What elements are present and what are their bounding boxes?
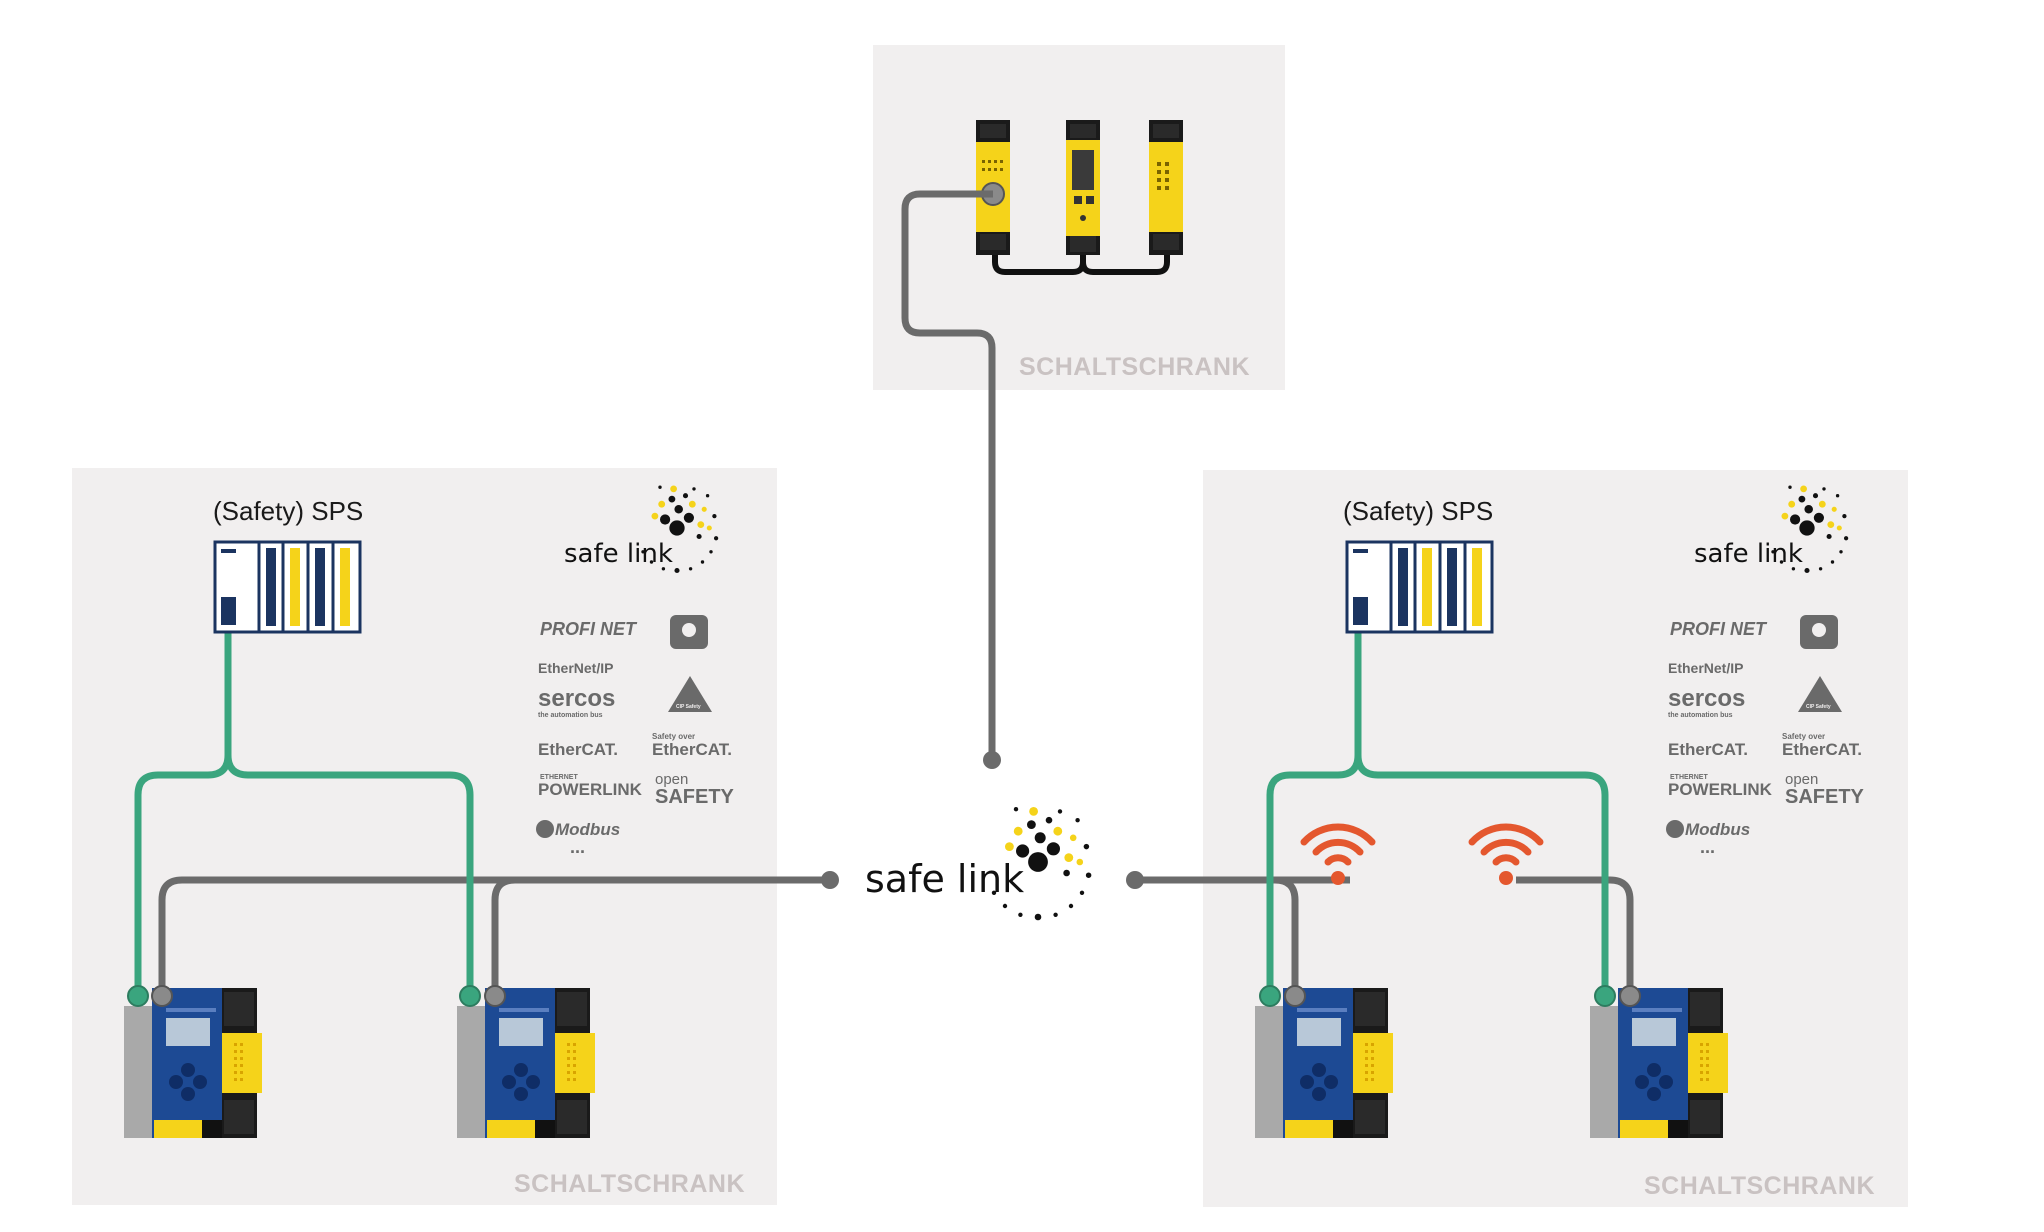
fsoe-label-small: Safety over	[1782, 732, 1825, 741]
left-port-safelink-2	[484, 985, 506, 1007]
left-controller-1	[124, 988, 262, 1138]
right-controller-2	[1590, 988, 1728, 1138]
left-port-fieldbus-1	[127, 985, 149, 1007]
wireless-link-cable	[1516, 876, 1634, 990]
cip-safety-icon	[668, 676, 712, 712]
right-protocol-logos: PROFI NET EtherNet/IP sercos the automat…	[1666, 615, 1865, 857]
left-controller-2	[457, 988, 595, 1138]
left-protocol-logos: PROFI NET EtherNet/IP sercos the automat…	[536, 615, 735, 857]
left-plc-label: (Safety) SPS	[213, 496, 363, 526]
powerlink-logo: POWERLINK	[538, 780, 643, 799]
left-port-fieldbus-2	[459, 985, 481, 1007]
cip-safety-icon	[1798, 676, 1842, 712]
safety-relay-module	[1066, 120, 1100, 255]
sercos-logo: sercos	[538, 685, 615, 712]
right-port-safelink-1	[1284, 985, 1306, 1007]
top-cable-endpoint	[983, 751, 1001, 769]
right-fieldbus-cable	[1266, 632, 1609, 990]
open-safety-label-small: open	[655, 771, 688, 788]
profinet-logo: PROFI NET	[1670, 619, 1768, 639]
ethernet-ip-logo: EtherNet/IP	[1668, 660, 1743, 676]
sercos-tagline: the automation bus	[1668, 712, 1733, 719]
right-port-safelink-2	[1619, 985, 1641, 1007]
right-cable-endpoint	[1126, 871, 1144, 889]
more-protocols: ...	[1700, 837, 1715, 857]
module-bridge-cable	[992, 255, 1170, 275]
right-plc-label: (Safety) SPS	[1343, 496, 1493, 526]
sercos-tagline: the automation bus	[538, 712, 603, 719]
right-cabinet-label: SCHALTSCHRANK	[1644, 1172, 1875, 1200]
left-cabinet-label: SCHALTSCHRANK	[514, 1170, 745, 1198]
ethercat-logo: EtherCAT.	[538, 740, 618, 759]
right-safe-link-logo-label: safe link	[1694, 539, 1803, 569]
open-safety-logo: SAFETY	[655, 786, 735, 808]
open-safety-label-small: open	[1785, 771, 1818, 788]
ethercat-logo: EtherCAT.	[1668, 740, 1748, 759]
fsoe-logo: EtherCAT.	[652, 740, 732, 759]
fsoe-logo: EtherCAT.	[1782, 740, 1862, 759]
right-port-fieldbus-1	[1259, 985, 1281, 1007]
powerlink-logo: POWERLINK	[1668, 780, 1773, 799]
modbus-icon	[1666, 820, 1684, 838]
right-safe-link-logo: safe link	[1694, 485, 1849, 574]
sercos-logo: sercos	[1668, 685, 1745, 712]
left-cable-endpoint	[821, 871, 839, 889]
ethernet-ip-logo: EtherNet/IP	[538, 660, 613, 676]
top-cabinet-label: SCHALTSCHRANK	[1019, 353, 1250, 381]
powerlink-label-small: ETHERNET	[1670, 774, 1708, 781]
open-safety-logo: SAFETY	[1785, 786, 1865, 808]
left-safe-link-cable	[158, 876, 828, 990]
more-protocols: ...	[570, 837, 585, 857]
safety-output-module	[1149, 120, 1183, 255]
left-safety-plc	[213, 540, 362, 634]
modbus-logo: Modbus	[555, 820, 620, 839]
modbus-logo: Modbus	[1685, 820, 1750, 839]
central-safe-link-label: safe link	[865, 857, 1024, 901]
cip-safety-label: CIP Safety	[676, 704, 701, 710]
fsoe-label-small: Safety over	[652, 732, 695, 741]
powerlink-label-small: ETHERNET	[540, 774, 578, 781]
central-safe-link-hub: safe link	[865, 807, 1092, 921]
safety-io-module	[976, 120, 1010, 255]
left-fieldbus-cable	[134, 632, 474, 990]
cip-safety-label: CIP Safety	[1806, 704, 1831, 710]
right-controller-1	[1255, 988, 1393, 1138]
modbus-icon	[536, 820, 554, 838]
right-safety-plc	[1345, 540, 1494, 634]
left-safe-link-logo-label: safe link	[564, 539, 673, 569]
top-safe-link-cable	[901, 190, 996, 758]
right-port-fieldbus-2	[1594, 985, 1616, 1007]
left-port-safelink-1	[151, 985, 173, 1007]
left-safe-link-logo: safe link	[564, 485, 719, 574]
profinet-logo: PROFI NET	[540, 619, 638, 639]
